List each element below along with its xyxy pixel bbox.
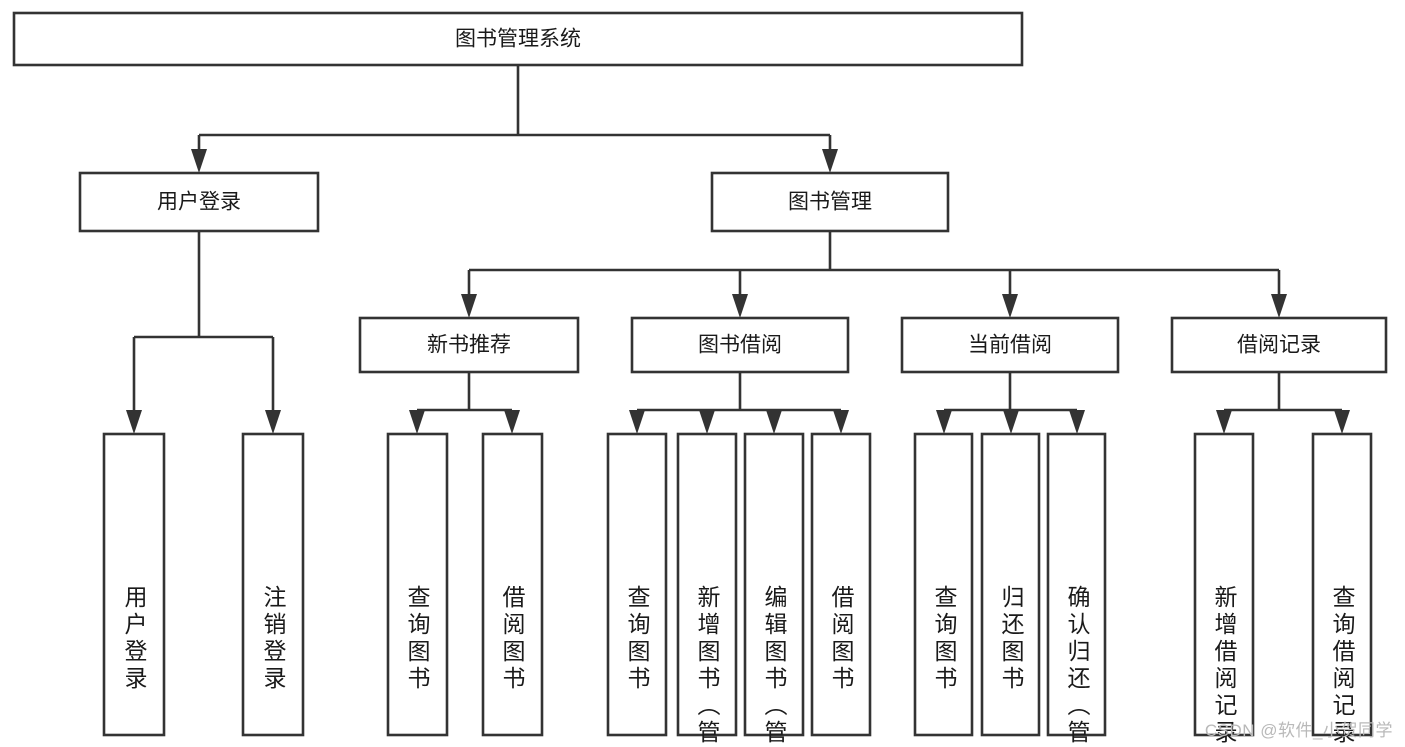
node-root-label: 图书管理系统 (455, 28, 581, 51)
arrowhead-leaf-add-record (1216, 410, 1232, 434)
leaf-logout-box[interactable] (241, 432, 305, 737)
node-book-management-label: 图书管理 (788, 191, 872, 214)
leaf-confirm-return-admin-label: 确认归还（管理员） (1064, 585, 1091, 747)
arrowhead-book-mgmt (822, 149, 838, 173)
arrowhead-leaf-add-book (699, 410, 715, 434)
leaf-query-book-newbook[interactable]: 查询图书 (386, 432, 449, 737)
leaf-add-borrow-record[interactable]: 新增借阅记录 (1193, 432, 1255, 747)
leaf-return-book-label: 归还图书 (998, 585, 1025, 693)
node-user-login[interactable]: 用户登录 (78, 171, 320, 233)
csdn-watermark: CSDN @软件_小贺同学 (1204, 721, 1393, 740)
leaf-query-book-borrow-box[interactable] (606, 432, 668, 737)
leaf-borrow-book-borrow[interactable]: 借阅图书 (810, 432, 872, 737)
arrowhead-borrow (732, 294, 748, 318)
leaf-confirm-return-admin[interactable]: 确认归还（管理员） (1046, 432, 1107, 747)
node-borrow-records[interactable]: 借阅记录 (1170, 316, 1388, 374)
leaf-query-book-borrow-label: 查询图书 (624, 585, 651, 693)
node-root-box[interactable] (12, 11, 1024, 67)
leaf-query-book-current-label: 查询图书 (931, 585, 958, 693)
leaf-add-borrow-record-label: 新增借阅记录 (1211, 585, 1238, 747)
node-new-book-recommend[interactable]: 新书推荐 (358, 316, 580, 374)
arrowhead-leaf-query-book-3 (936, 410, 952, 434)
node-book-borrow-box[interactable] (630, 316, 850, 374)
leaf-add-book-admin-label: 新增图书（管理员） (694, 585, 721, 747)
arrowhead-leaf-return-book (1003, 410, 1019, 434)
leaf-user-login-label: 用户登录 (121, 585, 148, 693)
node-book-borrow[interactable]: 图书借阅 (630, 316, 850, 374)
arrowhead-records (1271, 294, 1287, 318)
leaf-query-book-newbook-box[interactable] (386, 432, 449, 737)
leaf-edit-book-admin-label: 编辑图书（管理员） (761, 585, 788, 747)
leaf-add-borrow-record-box[interactable] (1193, 432, 1255, 737)
node-current-borrow-label: 当前借阅 (968, 334, 1052, 357)
leaf-query-borrow-record-label: 查询借阅记录 (1329, 585, 1356, 747)
leaf-query-borrow-record-box[interactable] (1311, 432, 1373, 737)
node-book-management[interactable]: 图书管理 (710, 171, 950, 233)
leaf-borrow-book-newbook[interactable]: 借阅图书 (481, 432, 544, 737)
leaf-return-book-box[interactable] (980, 432, 1041, 737)
leaf-user-login[interactable]: 用户登录 (102, 432, 166, 737)
leaf-add-book-admin[interactable]: 新增图书（管理员） (676, 432, 738, 747)
leaf-borrow-book-newbook-label: 借阅图书 (499, 585, 526, 693)
node-borrow-records-label: 借阅记录 (1237, 334, 1321, 357)
leaf-borrow-book-borrow-box[interactable] (810, 432, 872, 737)
node-user-login-label: 用户登录 (157, 191, 241, 214)
node-root[interactable]: 图书管理系统 (12, 11, 1024, 67)
leaf-confirm-return-admin-box[interactable] (1046, 432, 1107, 737)
arrowhead-leaf-query-book-1 (409, 410, 425, 434)
leaf-return-book[interactable]: 归还图书 (980, 432, 1041, 737)
leaf-borrow-book-borrow-label: 借阅图书 (828, 585, 855, 693)
arrowhead-leaf-confirm-return (1069, 410, 1085, 434)
arrowhead-leaf-logout (265, 410, 281, 434)
leaf-query-book-current-box[interactable] (913, 432, 974, 737)
leaf-query-borrow-record[interactable]: 查询借阅记录 (1311, 432, 1373, 747)
arrowhead-leaf-query-book-2 (629, 410, 645, 434)
connector-layer (126, 65, 1350, 434)
node-book-management-box[interactable] (710, 171, 950, 233)
leaf-query-book-newbook-label: 查询图书 (404, 585, 431, 693)
leaf-add-book-admin-box[interactable] (676, 432, 738, 737)
arrowhead-leaf-query-record (1334, 410, 1350, 434)
leaf-query-book-borrow[interactable]: 查询图书 (606, 432, 668, 737)
leaf-edit-book-admin[interactable]: 编辑图书（管理员） (743, 432, 805, 747)
arrowhead-leaf-user-login (126, 410, 142, 434)
node-new-book-recommend-box[interactable] (358, 316, 580, 374)
arrowhead-leaf-borrow-book-1 (504, 410, 520, 434)
leaf-query-book-current[interactable]: 查询图书 (913, 432, 974, 737)
leaf-logout[interactable]: 注销登录 (241, 432, 305, 737)
arrowhead-leaf-edit-book (766, 410, 782, 434)
arrowhead-user-login (191, 149, 207, 173)
leaf-logout-label: 注销登录 (260, 585, 287, 693)
arrowhead-newbook (461, 294, 477, 318)
node-new-book-recommend-label: 新书推荐 (427, 334, 511, 357)
leaf-edit-book-admin-box[interactable] (743, 432, 805, 737)
node-book-borrow-label: 图书借阅 (698, 334, 782, 357)
leaf-borrow-book-newbook-box[interactable] (481, 432, 544, 737)
node-current-borrow-box[interactable] (900, 316, 1120, 374)
arrowhead-current (1002, 294, 1018, 318)
leaf-user-login-box[interactable] (102, 432, 166, 737)
node-borrow-records-box[interactable] (1170, 316, 1388, 374)
node-user-login-box[interactable] (78, 171, 320, 233)
node-current-borrow[interactable]: 当前借阅 (900, 316, 1120, 374)
arrowhead-leaf-borrow-book-2 (833, 410, 849, 434)
